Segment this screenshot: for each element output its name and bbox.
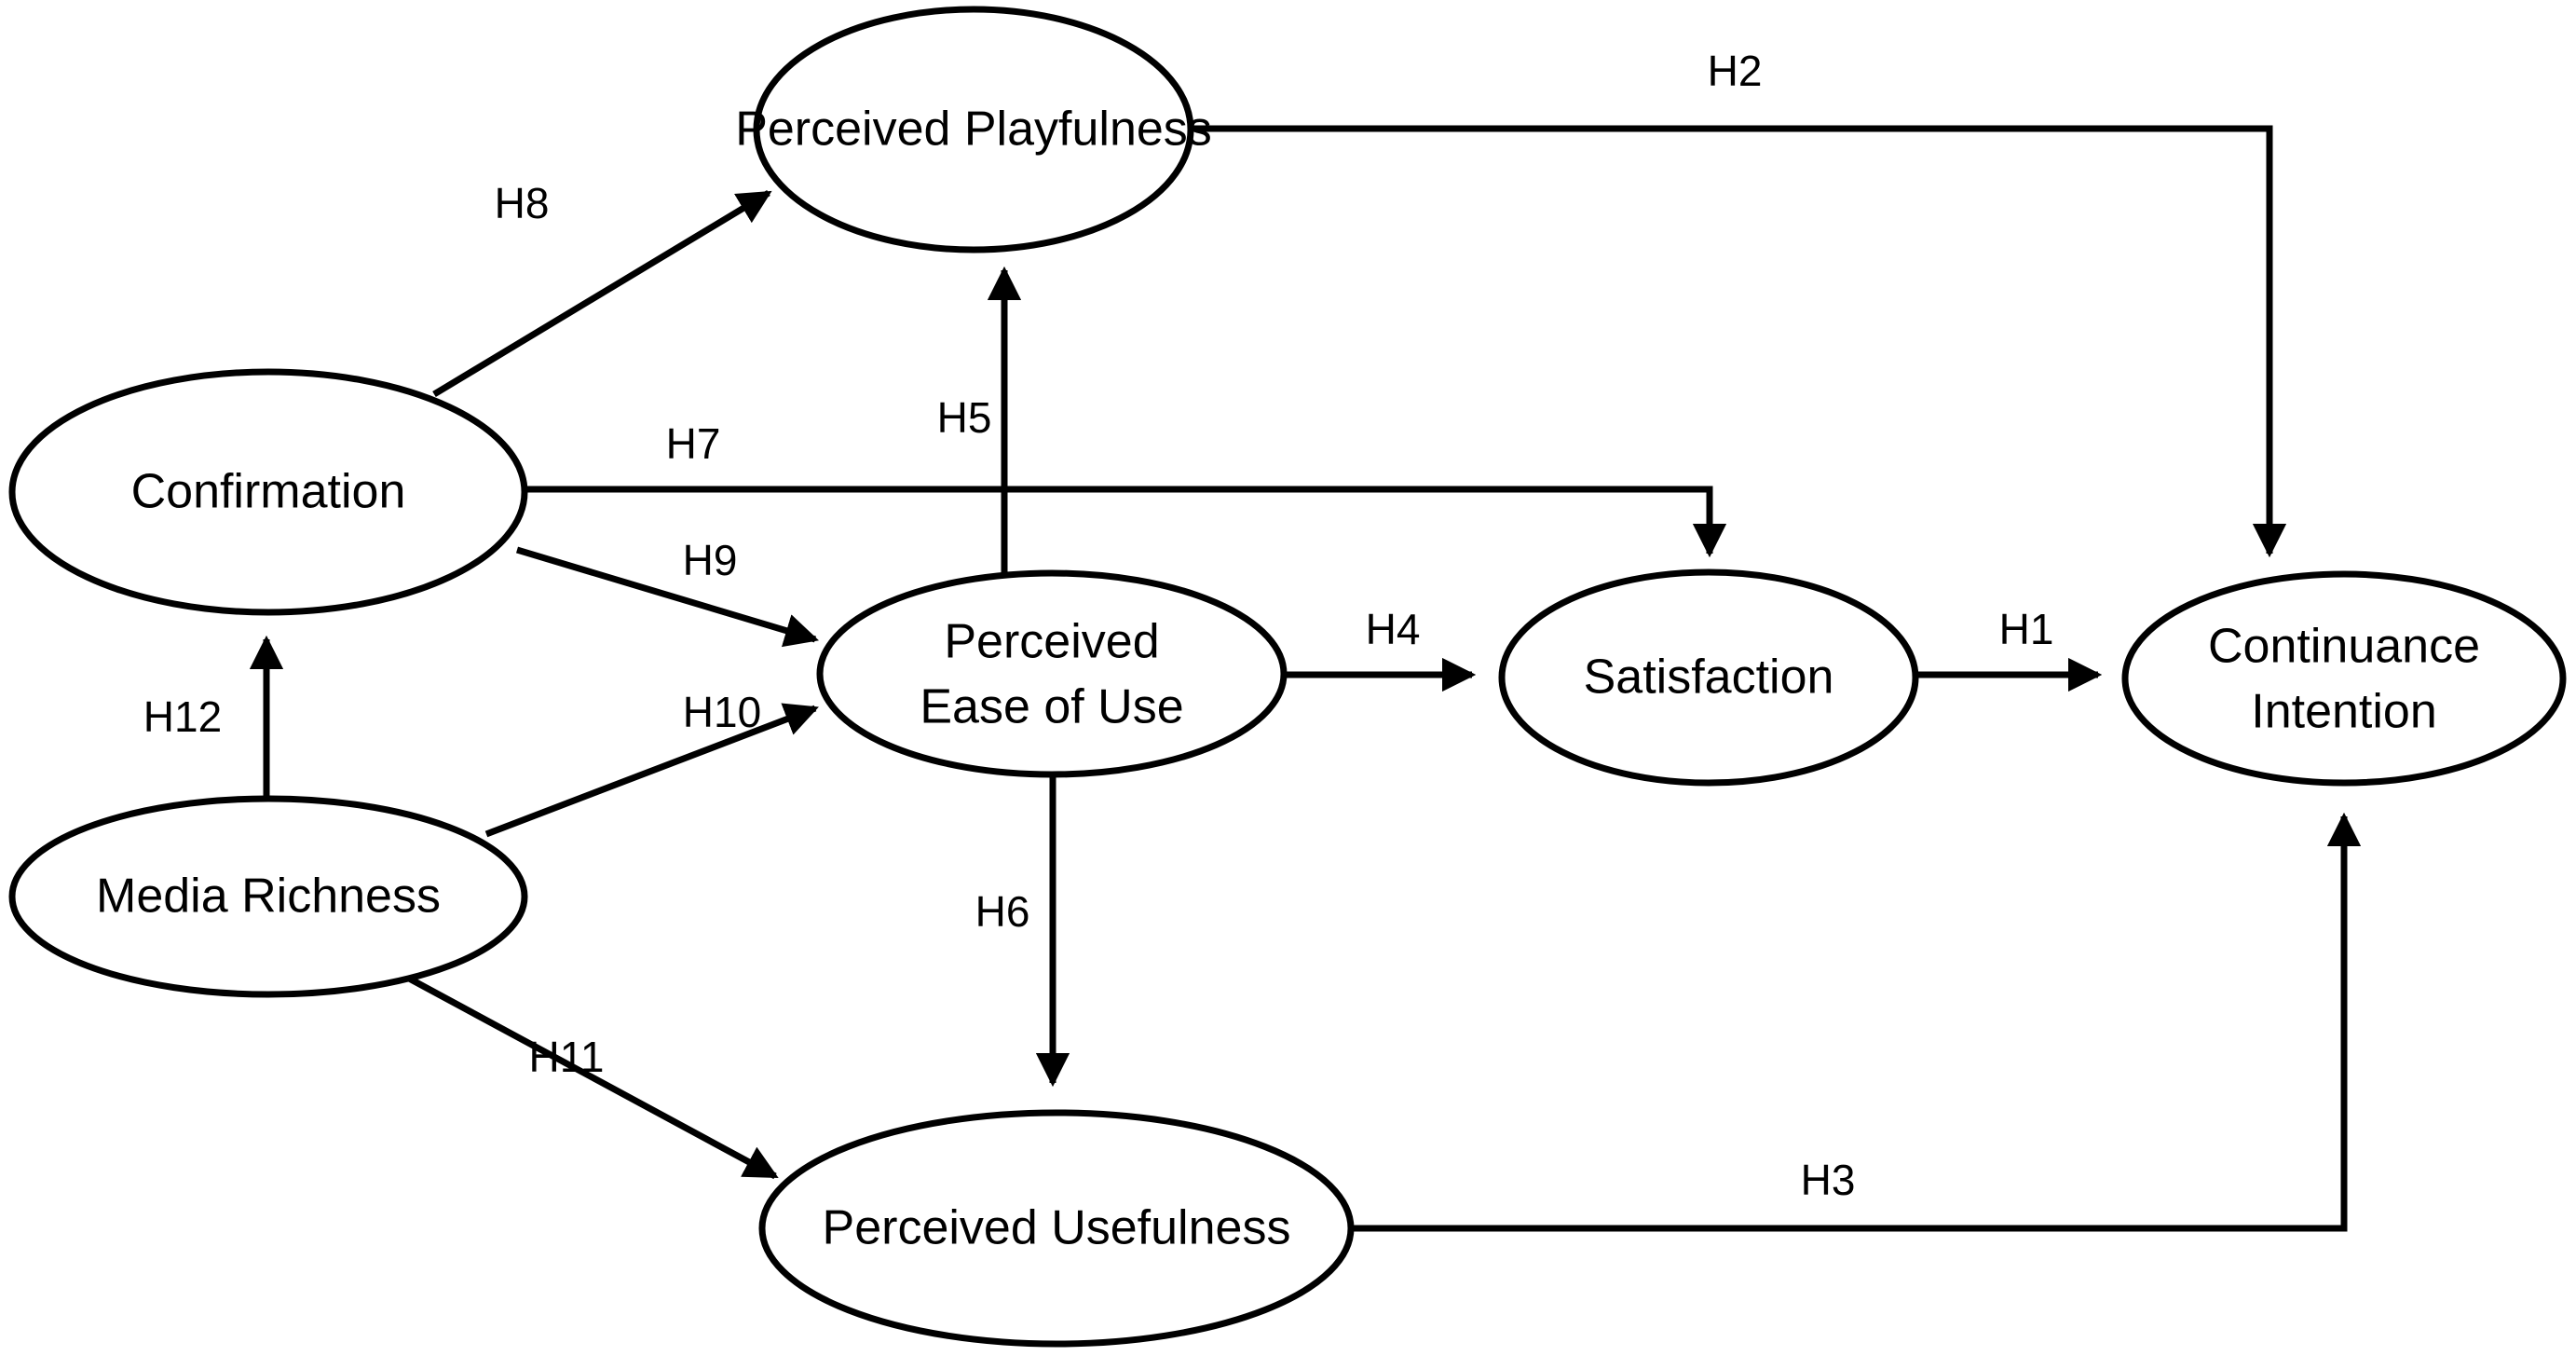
edge-h6-label: H6 xyxy=(975,887,1030,936)
edge-h4: H4 xyxy=(1284,605,1477,692)
node-confirmation-shape[interactable] xyxy=(8,368,528,616)
edge-h1-label: H1 xyxy=(1999,605,2054,653)
edge-h12-label: H12 xyxy=(143,692,222,741)
node-perceived-usefulness-label: Perceived Usefulness xyxy=(823,1201,1291,1255)
edge-h3: H3 xyxy=(1351,812,2362,1232)
edge-h10: H10 xyxy=(484,688,819,838)
edge-h9: H9 xyxy=(515,536,820,648)
edge-h8-line xyxy=(432,190,772,397)
node-continuance-intention[interactable]: Continuance Intention xyxy=(2121,570,2567,787)
node-perceived-ease-of-use-shape[interactable] xyxy=(816,569,1288,778)
edge-h4-label: H4 xyxy=(1366,605,1421,653)
edge-h5-label: H5 xyxy=(937,393,992,442)
node-continuance-intention-shape[interactable] xyxy=(2121,570,2567,787)
edge-h8: H8 xyxy=(432,179,772,397)
edge-h11: H11 xyxy=(399,970,779,1180)
node-perceived-playfulness-shape[interactable] xyxy=(753,6,1194,253)
node-media-richness-label: Media Richness xyxy=(96,870,441,924)
node-perceived-ease-of-use-label-line2: Ease of Use xyxy=(920,680,1183,734)
node-continuance-intention-label-line2: Intention xyxy=(2251,685,2437,739)
edge-h5: H5 xyxy=(937,266,1022,578)
edge-h1: H1 xyxy=(1915,605,2103,692)
edge-h11-line xyxy=(399,970,779,1180)
node-confirmation-label: Confirmation xyxy=(131,465,406,519)
edge-h7-line xyxy=(525,486,1727,558)
edge-h2-line xyxy=(1191,125,2287,558)
node-confirmation[interactable]: Confirmation xyxy=(8,368,528,616)
node-perceived-playfulness[interactable]: Perceived Playfulness xyxy=(735,6,1212,253)
edge-h9-line xyxy=(515,546,820,648)
node-satisfaction[interactable]: Satisfaction xyxy=(1498,568,1919,787)
edge-h2: H2 xyxy=(1191,47,2287,558)
node-perceived-usefulness[interactable]: Perceived Usefulness xyxy=(758,1109,1355,1348)
node-perceived-ease-of-use-label-line1: Perceived xyxy=(944,615,1159,669)
node-perceived-ease-of-use[interactable]: Perceived Ease of Use xyxy=(816,569,1288,778)
edge-h7: H7 xyxy=(525,419,1727,558)
edge-h10-label: H10 xyxy=(683,688,761,736)
edge-h11-label: H11 xyxy=(529,1033,605,1081)
node-continuance-intention-label-line1: Continuance xyxy=(2208,620,2480,674)
edge-h3-line xyxy=(1351,812,2362,1232)
node-satisfaction-label: Satisfaction xyxy=(1584,651,1834,705)
node-satisfaction-shape[interactable] xyxy=(1498,568,1919,787)
node-perceived-usefulness-shape[interactable] xyxy=(758,1109,1355,1348)
node-media-richness[interactable]: Media Richness xyxy=(8,795,528,998)
edge-h9-label: H9 xyxy=(683,536,738,584)
edge-h7-label: H7 xyxy=(666,419,721,468)
node-perceived-playfulness-label: Perceived Playfulness xyxy=(735,103,1212,157)
edge-h12: H12 xyxy=(143,635,284,807)
edge-h10-line xyxy=(484,703,819,838)
edge-h3-label: H3 xyxy=(1801,1156,1856,1204)
node-media-richness-shape[interactable] xyxy=(8,795,528,998)
edge-h8-label: H8 xyxy=(495,179,550,227)
edge-h6: H6 xyxy=(975,770,1070,1088)
edge-h2-label: H2 xyxy=(1708,47,1763,95)
